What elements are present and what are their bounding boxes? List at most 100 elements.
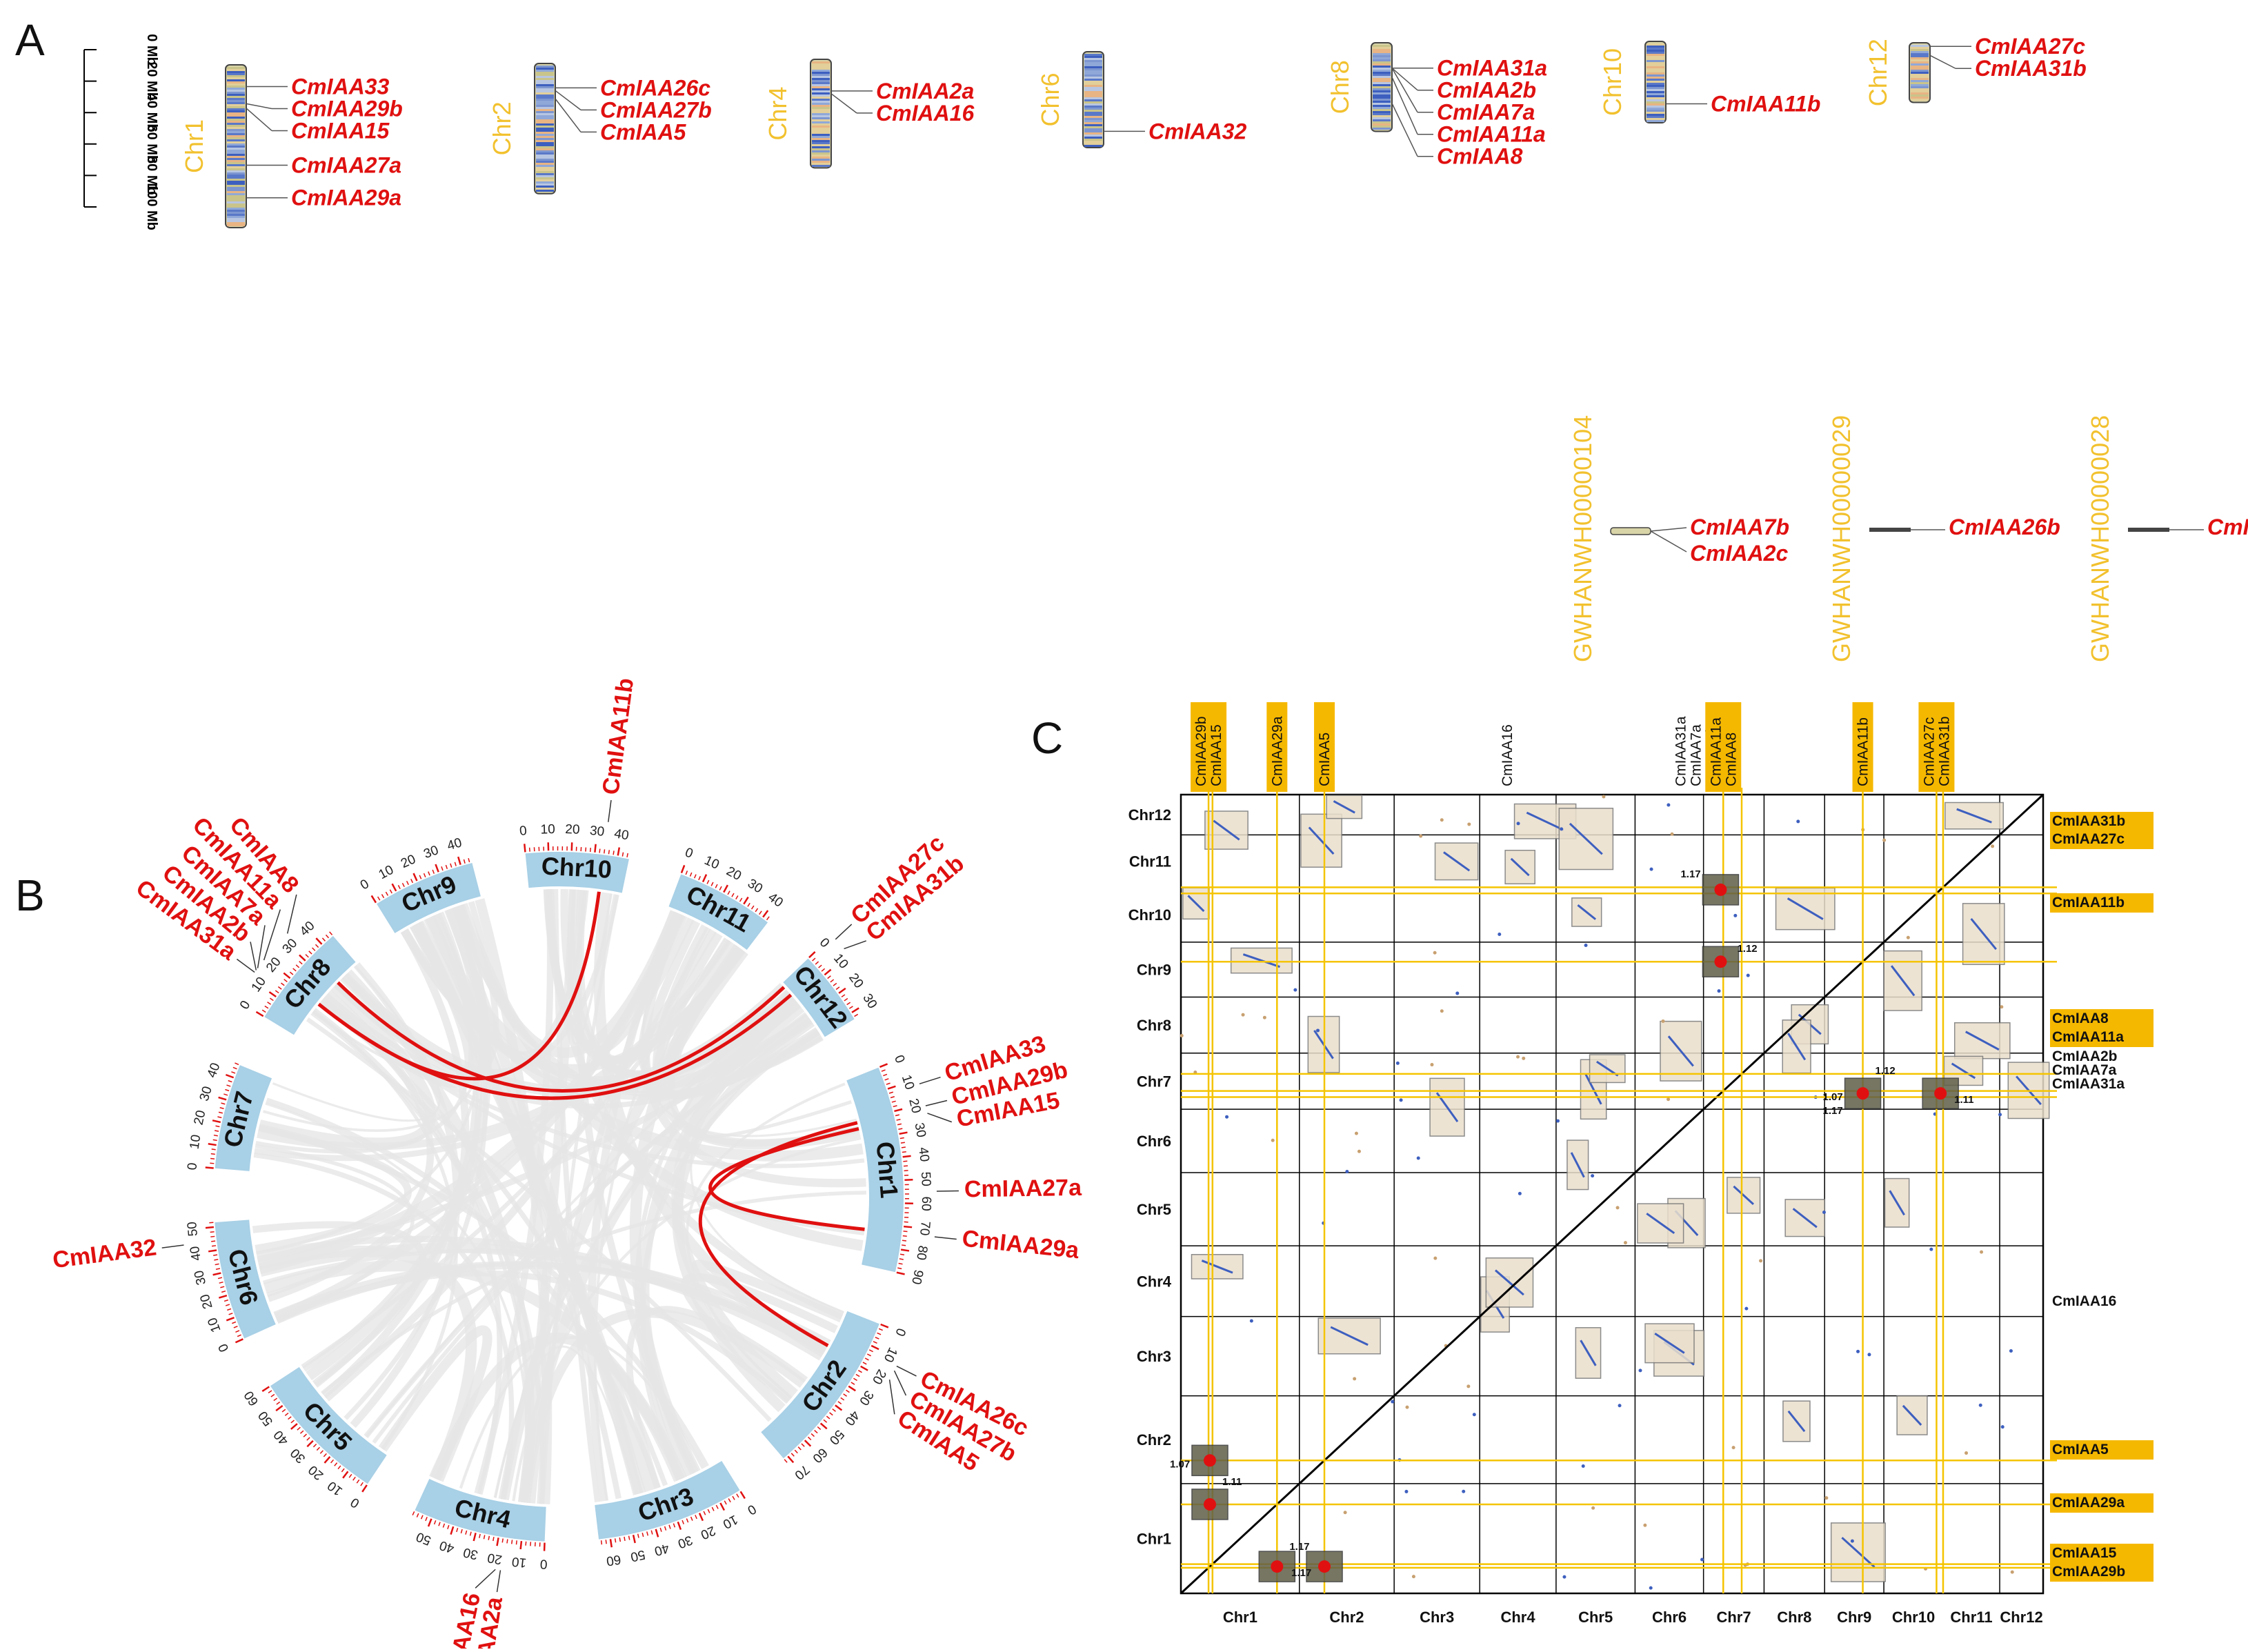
chromosome-band bbox=[1373, 47, 1391, 49]
chromosome-band bbox=[812, 150, 830, 152]
chromosome-band bbox=[1373, 86, 1391, 88]
chromosome-band bbox=[227, 195, 245, 197]
chromosome-band bbox=[812, 159, 830, 161]
chromosome-band bbox=[1911, 88, 1929, 90]
chromosome-band bbox=[1647, 48, 1664, 50]
chromosome-band bbox=[1373, 57, 1391, 59]
tick-label: 0 bbox=[891, 1053, 907, 1066]
axis-tick bbox=[885, 1079, 889, 1080]
axis-tick bbox=[435, 864, 438, 872]
axis-tick bbox=[284, 973, 290, 979]
axis-tick bbox=[691, 1517, 693, 1521]
tick-label: 60 bbox=[919, 1196, 933, 1211]
chromosome-band bbox=[227, 88, 245, 90]
dot bbox=[1440, 818, 1444, 822]
gene-leader bbox=[1651, 531, 1687, 552]
dot bbox=[1180, 1034, 1184, 1037]
tick-label: 0 bbox=[185, 1162, 200, 1171]
axis-tick bbox=[608, 850, 609, 854]
y-axis-label-chr9: Chr9 bbox=[1137, 962, 1171, 979]
chromosome-band bbox=[227, 181, 245, 183]
axis-tick bbox=[732, 893, 734, 897]
tick-label: 40 bbox=[613, 826, 630, 843]
x-axis-label-chr12: Chr12 bbox=[2000, 1609, 2042, 1626]
chromosome-band bbox=[227, 67, 245, 69]
chromosome-band bbox=[812, 66, 830, 68]
axis-tick bbox=[855, 1014, 858, 1016]
chromosome-band bbox=[536, 148, 554, 150]
chromosome-band bbox=[1084, 83, 1102, 85]
chromosome-band bbox=[536, 101, 554, 103]
tick-label: 0 bbox=[817, 935, 832, 951]
ks-value: 1.12 bbox=[1876, 1065, 1896, 1077]
chromosome-band bbox=[1647, 58, 1664, 60]
tick-label: 20 bbox=[191, 1109, 208, 1126]
duplication-dot bbox=[1857, 1087, 1869, 1099]
tick-label: 40 bbox=[765, 890, 785, 910]
gene-label-cmiaa31a: CmIAA31a bbox=[1437, 56, 1547, 81]
axis-tick bbox=[216, 1268, 220, 1269]
x-axis-label-chr8: Chr8 bbox=[1777, 1609, 1811, 1626]
chromosome-band bbox=[1911, 92, 1929, 94]
axis-tick bbox=[784, 1460, 787, 1463]
chromosome-band bbox=[1373, 51, 1391, 53]
chromosome-band bbox=[1373, 92, 1391, 94]
chromosome-band bbox=[536, 169, 554, 171]
axis-tick bbox=[899, 1259, 904, 1260]
chromosome-band bbox=[1373, 78, 1391, 80]
right-gene-label-cmiaa11a: CmIAA11a bbox=[2052, 1029, 2124, 1045]
gene-leader bbox=[555, 99, 581, 132]
axis-tick bbox=[297, 1427, 300, 1430]
chromosome-band bbox=[227, 110, 245, 112]
axis-tick bbox=[690, 873, 691, 877]
chromosome-band bbox=[536, 146, 554, 148]
dot bbox=[1661, 1019, 1664, 1023]
chromosome-band bbox=[1911, 61, 1929, 63]
gene-label-cmiaa8: CmIAA8 bbox=[1437, 144, 1523, 169]
axis-tick bbox=[326, 935, 328, 937]
scaffold-name: GWHANWH00000028 bbox=[2086, 415, 2114, 662]
dot bbox=[2000, 1005, 2003, 1008]
axis-tick bbox=[235, 1063, 239, 1064]
axis-tick bbox=[455, 862, 456, 866]
axis-tick bbox=[886, 1083, 891, 1084]
chromosome-band bbox=[227, 189, 245, 191]
chromosome-band bbox=[1373, 103, 1391, 105]
chromosome-band bbox=[812, 90, 830, 92]
gene-label-cmiaa27a: CmIAA27a bbox=[964, 1175, 1083, 1203]
dot bbox=[1643, 1524, 1647, 1527]
dot bbox=[1391, 1400, 1394, 1404]
axis-tick bbox=[642, 1533, 643, 1537]
tick-label: 40 bbox=[205, 1061, 223, 1079]
axis-tick bbox=[320, 1451, 323, 1453]
axis-tick bbox=[221, 1291, 226, 1293]
chromosome-band bbox=[227, 212, 245, 214]
scaffold-body bbox=[2128, 528, 2169, 532]
top-gene-label-cmiaa29b: CmIAA29b bbox=[1193, 716, 1209, 786]
chromosome-band bbox=[227, 96, 245, 98]
chromosome-band bbox=[1373, 101, 1391, 103]
axis-tick bbox=[300, 1431, 303, 1433]
axis-tick bbox=[227, 1308, 231, 1310]
dot bbox=[1979, 1404, 1982, 1407]
axis-tick bbox=[838, 1402, 842, 1404]
chromosome-band bbox=[227, 98, 245, 100]
chromosome-band bbox=[1084, 139, 1102, 141]
chromosome-band bbox=[536, 175, 554, 177]
chromosome-band bbox=[1647, 97, 1664, 99]
chromosome-band bbox=[812, 88, 830, 90]
axis-tick bbox=[226, 1304, 230, 1306]
chromosome-band bbox=[536, 90, 554, 92]
chromosome-band bbox=[812, 117, 830, 119]
axis-tick bbox=[488, 1536, 489, 1540]
axis-tick bbox=[898, 1128, 902, 1129]
chromosome-band bbox=[227, 77, 245, 79]
dot bbox=[1430, 1063, 1433, 1066]
chromosome-band bbox=[812, 86, 830, 88]
axis-tick bbox=[699, 876, 700, 879]
duplication-dot bbox=[1271, 1560, 1283, 1573]
axis-tick bbox=[828, 976, 831, 979]
tick-label: 40 bbox=[297, 919, 318, 939]
chromosome-band bbox=[227, 108, 245, 110]
